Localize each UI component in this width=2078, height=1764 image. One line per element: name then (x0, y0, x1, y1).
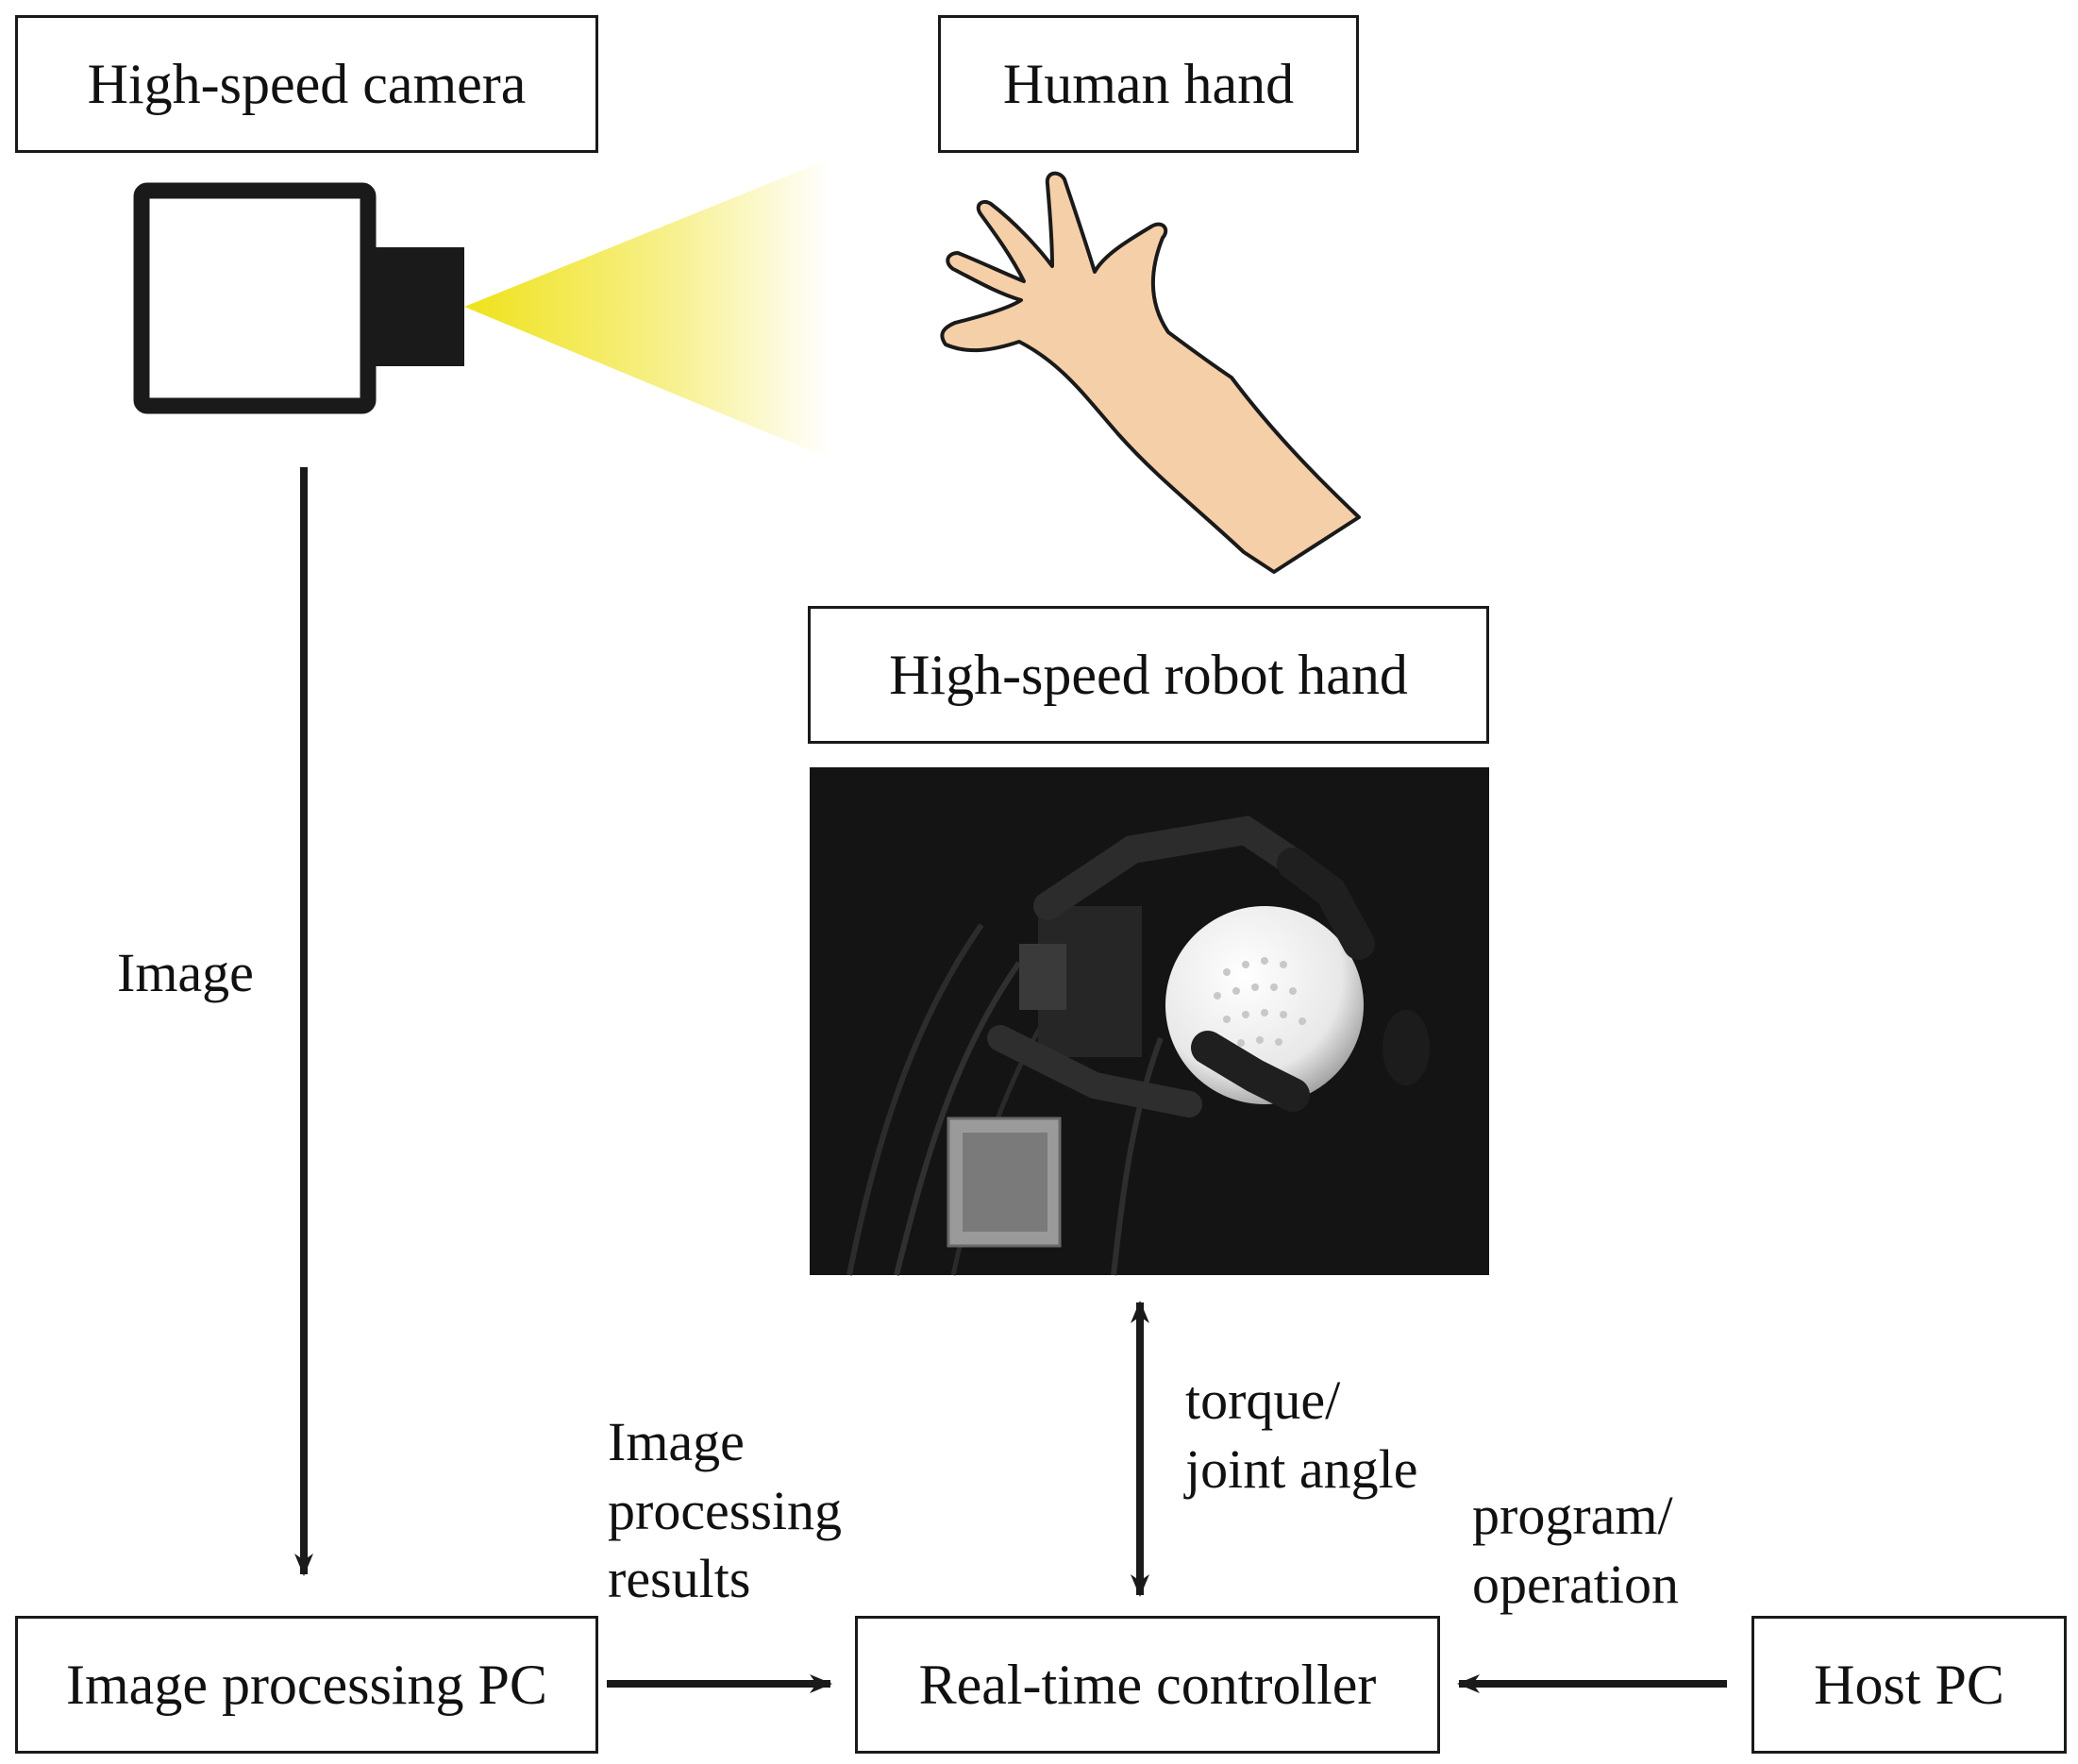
image-processing-results-line-3: results (608, 1548, 751, 1609)
real-time-controller-box: Real-time controller (855, 1616, 1440, 1754)
torque-line-1: torque/ (1185, 1369, 1341, 1431)
image-processing-results-label: Image processing results (608, 1408, 842, 1614)
robot-hand-box: High-speed robot hand (808, 606, 1489, 744)
camera-icon (133, 182, 464, 414)
human-hand-icon (940, 171, 1361, 574)
image-processing-results-line-1: Image (608, 1411, 745, 1472)
torque-joint-angle-label: torque/ joint angle (1185, 1367, 1417, 1504)
torque-line-2: joint angle (1185, 1437, 1418, 1500)
light-beam-icon (464, 159, 830, 459)
host-pc-box: Host PC (1751, 1616, 2067, 1754)
human-hand-box: Human hand (938, 15, 1359, 153)
program-operation-label: program/ operation (1472, 1482, 1679, 1619)
robot-hand-photo (810, 767, 1489, 1276)
program-line-1: program/ (1472, 1485, 1673, 1546)
image-edge-label: Image (117, 942, 254, 1003)
camera-box: High-speed camera (15, 15, 598, 153)
image-processing-pc-box: Image processing PC (15, 1616, 598, 1754)
program-line-2: operation (1472, 1553, 1680, 1615)
image-processing-results-line-2: processing (608, 1479, 843, 1541)
